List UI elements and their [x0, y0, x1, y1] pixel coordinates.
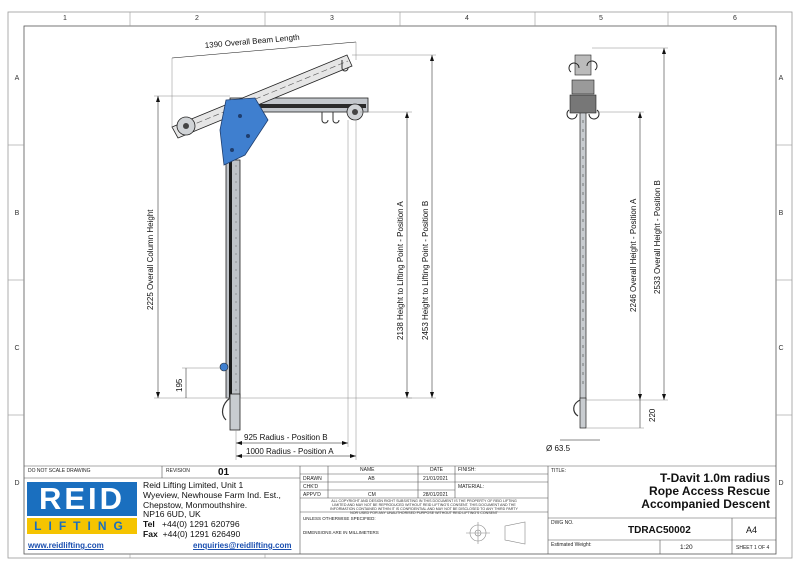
copyright-line-2: LIMITED AND MAY NOT BE REPRODUCED WITHOU…: [332, 503, 516, 507]
zone-col-4: 4: [465, 15, 469, 22]
row-drawn: DRAWN: [303, 476, 322, 482]
dwg-label: DWG NO.: [551, 520, 574, 526]
revision-value: 01: [218, 467, 230, 478]
copyright-line-1: ALL COPYRIGHT AND DESIGN RIGHT SUBSISTIN…: [331, 499, 517, 503]
website-link[interactable]: www.reidlifting.com: [28, 541, 104, 550]
copyright-notice: ALL COPYRIGHT AND DESIGN RIGHT SUBSISTIN…: [301, 499, 547, 515]
dim-base-offset: 195: [175, 378, 184, 392]
fax-label: Fax: [143, 528, 158, 539]
copyright-line-3: INFORMATION CONTAINED WITHIN IT IS CONFI…: [330, 507, 518, 511]
sheet-number: SHEET 1 OF 4: [736, 545, 770, 551]
zone-row-d-right: D: [778, 480, 784, 487]
fax-number: +44(0) 1291 626490: [162, 528, 241, 539]
tel-number: +44(0) 1291 620796: [161, 519, 240, 530]
zone-col-6: 6: [733, 15, 737, 22]
title-line-2: Rope Access Rescue: [649, 484, 770, 498]
do-not-scale-note: DO NOT SCALE DRAWING: [28, 468, 91, 474]
zone-col-1: 1: [63, 15, 67, 22]
projection-symbol: [466, 521, 526, 545]
address-line-3: NP16 6UD, UK: [143, 509, 201, 520]
appvd-name: CM: [368, 492, 376, 498]
dim-overall-a: 2246 Overall Height - Position A: [629, 198, 638, 312]
zone-col-5: 5: [599, 15, 603, 22]
header-finish: FINISH:: [458, 467, 476, 473]
dim-diameter: Ø 63.5: [546, 444, 571, 453]
front-view: [171, 54, 369, 431]
appvd-date: 28/01/2021: [423, 492, 449, 498]
dim-height-a: 2138 Height to Lifting Point - Position …: [396, 201, 405, 340]
dim-column-height: 2225 Overall Column Height: [146, 209, 155, 310]
row-chkd: CHK'D: [303, 484, 319, 490]
dim-overall-b: 2533 Overall Height - Position B: [653, 180, 662, 294]
email-link[interactable]: enquiries@reidlifting.com: [193, 541, 292, 550]
reid-lifting-logo: REID LIFTING: [27, 482, 137, 534]
scale-value: 1:20: [680, 544, 693, 551]
copyright-line-4: NOR USED FOR ANY UNAUTHORISED PURPOSE WI…: [350, 511, 498, 515]
logo-reid: REID: [27, 482, 137, 516]
company-address: Reid Lifting Limited, Unit 1 Wyeview, Ne…: [143, 480, 281, 540]
unless-specified: UNLESS OTHERWISE SPECIFIED:: [303, 516, 376, 521]
zone-row-c-right: C: [778, 345, 784, 352]
title-line-1: T-Davit 1.0m radius: [659, 471, 770, 485]
title-label: TITLE:: [551, 468, 567, 474]
side-view: [566, 54, 600, 429]
title-line-3: Accompanied Descent: [641, 497, 770, 511]
zone-row-a-left: A: [14, 75, 20, 82]
header-name: NAME: [360, 467, 375, 473]
material-label: MATERIAL:: [458, 484, 485, 490]
dwg-number: TDRAC50002: [628, 525, 691, 536]
dim-side-base: 220: [648, 408, 657, 422]
dim-beam-length: 1390 Overall Beam Length: [204, 33, 300, 50]
zone-row-b-left: B: [14, 210, 20, 217]
dims-in-mm: DIMENSIONS ARE IN MILLIMETERS: [303, 530, 379, 535]
zone-row-d-left: D: [14, 480, 20, 487]
dim-radius-a: 1000 Radius - Position A: [246, 447, 334, 456]
tel-label: Tel: [143, 519, 155, 530]
zone-col-3: 3: [330, 15, 334, 22]
dim-height-b: 2453 Height to Lifting Point - Position …: [421, 201, 430, 340]
header-date: DATE: [430, 467, 443, 473]
zone-row-a-right: A: [778, 75, 784, 82]
company-name: Reid Lifting Limited, Unit 1: [143, 480, 244, 490]
logo-lifting: LIFTING: [27, 518, 137, 534]
zone-row-b-right: B: [778, 210, 784, 217]
address-line-1: Wyeview, Newhouse Farm Ind. Est.,: [143, 489, 281, 500]
dim-radius-b: 925 Radius - Position B: [244, 433, 328, 442]
sheet-size: A4: [746, 525, 758, 535]
row-apprvd: APPV'D: [303, 492, 321, 498]
address-line-2: Chepstow, Monmouthshire.: [143, 499, 248, 510]
revision-label: REVISION: [166, 468, 190, 474]
drawn-name: AB: [368, 476, 375, 482]
drawn-date: 21/01/2021: [423, 476, 449, 482]
weight-label: Estimated Weight:: [551, 542, 592, 548]
zone-col-2: 2: [195, 15, 199, 22]
zone-row-c-left: C: [14, 345, 20, 352]
drawing-title: T-Davit 1.0m radius Rope Access Rescue A…: [560, 472, 770, 511]
